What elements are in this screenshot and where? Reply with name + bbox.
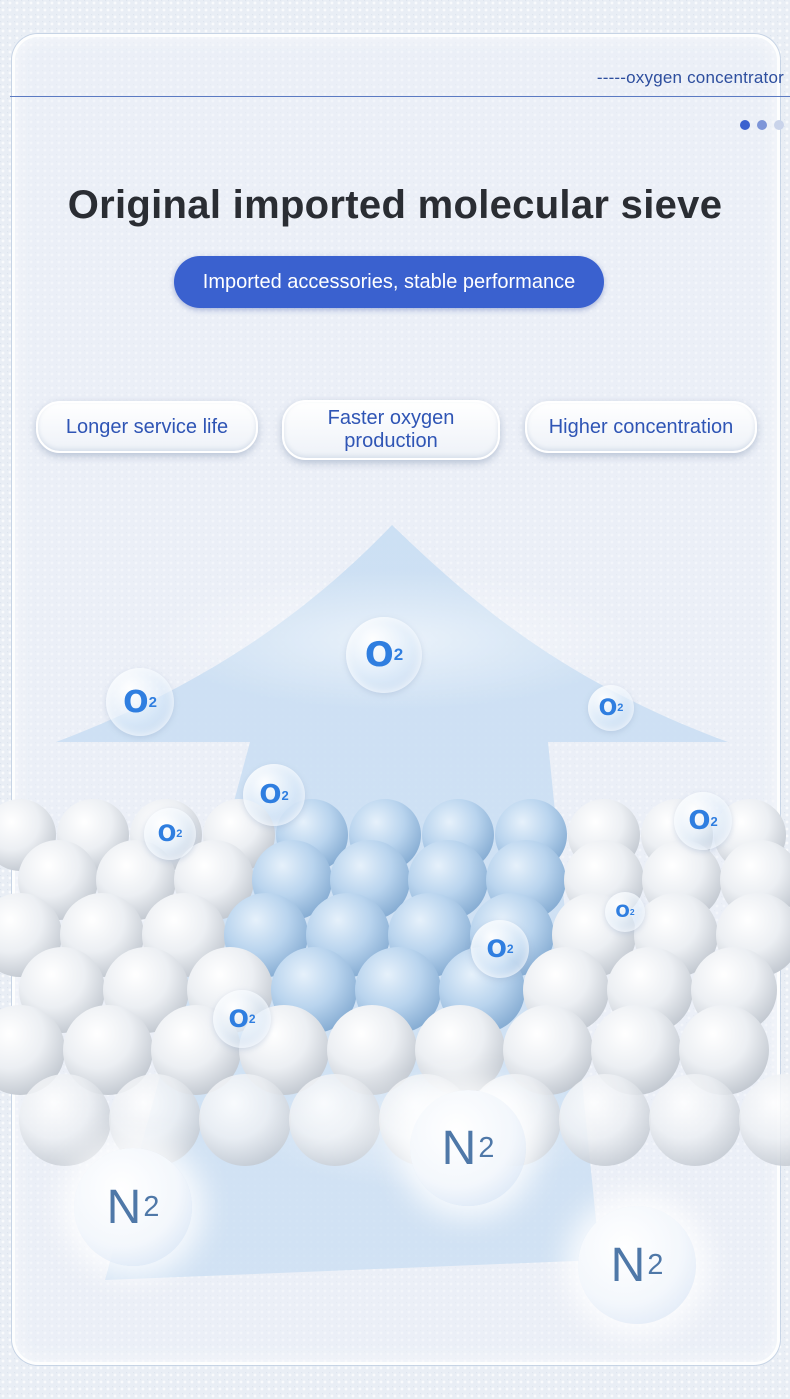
carousel-dot[interactable] bbox=[757, 120, 767, 130]
sieve-bead bbox=[679, 1005, 769, 1095]
sieve-bead bbox=[19, 1074, 111, 1166]
sieve-bead bbox=[591, 1005, 681, 1095]
carousel-dot[interactable] bbox=[774, 120, 784, 130]
page-title: Original imported molecular sieve bbox=[67, 183, 723, 227]
feature-badge-concentration: Higher concentration bbox=[525, 401, 757, 453]
carousel-dot[interactable] bbox=[740, 120, 750, 130]
feature-label-line2: production bbox=[344, 430, 438, 452]
feature-badge-service-life: Longer service life bbox=[36, 401, 258, 453]
header-rule bbox=[10, 96, 790, 97]
sieve-bead bbox=[63, 1005, 153, 1095]
carousel-dots bbox=[740, 120, 784, 130]
sieve-bead bbox=[503, 1005, 593, 1095]
sieve-bead bbox=[739, 1074, 790, 1166]
feature-label: Longer service life bbox=[65, 415, 229, 438]
sieve-bead bbox=[109, 1074, 201, 1166]
feature-label-line1: Faster oxygen bbox=[327, 407, 455, 429]
feature-badge-oxygen-production: Faster oxygen production bbox=[282, 400, 500, 460]
sieve-bead bbox=[0, 1005, 65, 1095]
sieve-bead bbox=[649, 1074, 741, 1166]
feature-label: Higher concentration bbox=[548, 415, 734, 438]
header-tagline: -----oxygen concentrator bbox=[596, 68, 784, 87]
subtitle-pill: Imported accessories, stable performance bbox=[174, 256, 604, 308]
